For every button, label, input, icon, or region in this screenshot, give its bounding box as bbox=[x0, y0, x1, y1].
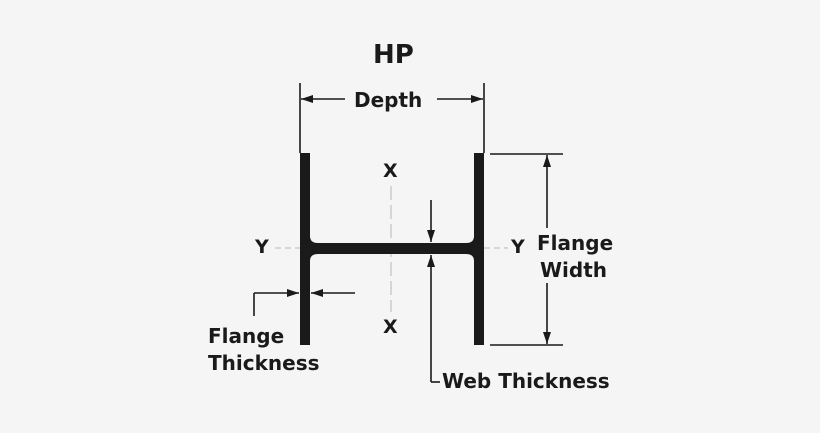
right-flange bbox=[474, 153, 484, 345]
web-thickness-label: Web Thickness bbox=[442, 369, 610, 393]
flange-thickness-dimension bbox=[253, 289, 355, 316]
flange-width-label-line1: Flange bbox=[537, 231, 614, 255]
web-thickness-dimension bbox=[427, 200, 440, 383]
flange-thickness-label-line1: Flange bbox=[208, 324, 285, 348]
left-flange bbox=[300, 153, 310, 345]
h-section bbox=[300, 153, 484, 345]
y-axis-label-left: Y bbox=[255, 236, 269, 258]
diagram-title: HP bbox=[373, 40, 414, 70]
depth-dimension bbox=[299, 83, 485, 153]
flange-width-label-line2: Width bbox=[540, 258, 608, 282]
web-with-fillets bbox=[310, 236, 474, 261]
flange-thickness-label-line2: Thickness bbox=[208, 351, 320, 375]
y-axis-label-right: Y bbox=[511, 236, 525, 258]
flange-width-dimension bbox=[490, 153, 563, 346]
depth-label: Depth bbox=[354, 88, 423, 112]
x-axis-label-top: X bbox=[383, 160, 398, 182]
x-axis-label-bottom: X bbox=[383, 316, 398, 338]
